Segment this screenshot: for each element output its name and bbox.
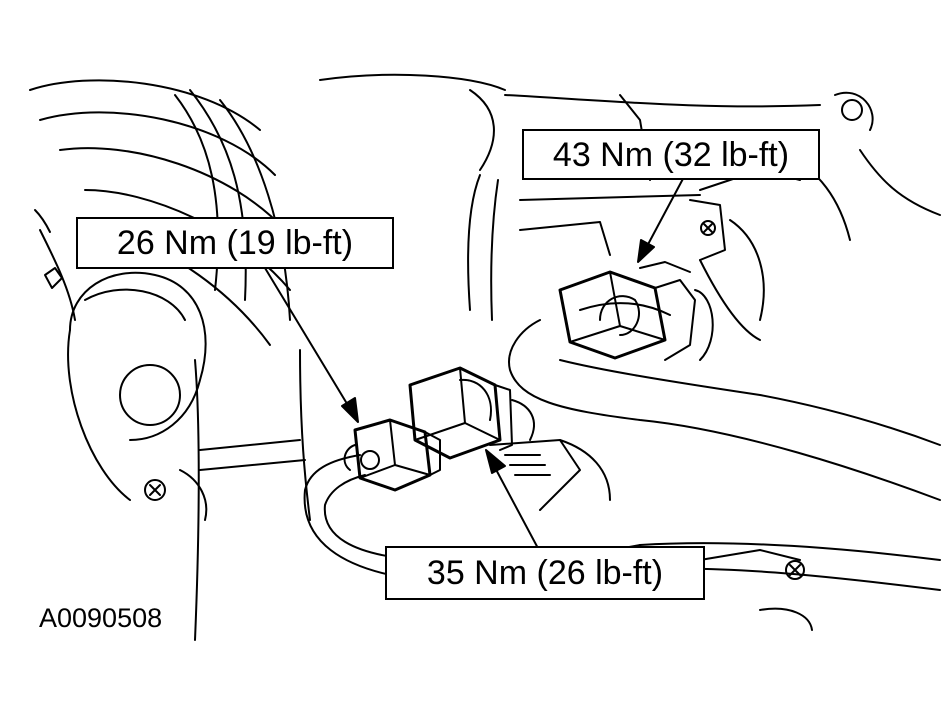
fitting-left <box>343 418 441 492</box>
figure-id: A0090508 <box>39 603 163 633</box>
leader-35nm <box>491 461 541 553</box>
lower-bracket <box>489 439 813 631</box>
leader-lines <box>264 174 686 553</box>
upper-housing <box>319 73 941 321</box>
vertical-tube <box>194 349 311 641</box>
leader-43nm <box>644 174 686 251</box>
left-boss <box>44 267 208 521</box>
leader-26nm <box>264 267 353 413</box>
hose-right <box>508 302 941 591</box>
housing-contours <box>29 79 291 346</box>
mount-bracket <box>689 199 761 341</box>
torque-callout-top-right: 43 Nm (32 lb-ft) <box>522 129 820 180</box>
arrowhead-43nm <box>637 239 655 263</box>
fitting-right <box>558 261 714 361</box>
arrowheads <box>341 239 655 474</box>
arrowhead-26nm <box>341 397 359 423</box>
torque-callout-bottom: 35 Nm (26 lb-ft) <box>385 546 705 600</box>
fitting-middle <box>408 366 535 460</box>
arrowhead-35nm <box>485 449 506 474</box>
torque-callout-left: 26 Nm (19 lb-ft) <box>76 217 394 269</box>
